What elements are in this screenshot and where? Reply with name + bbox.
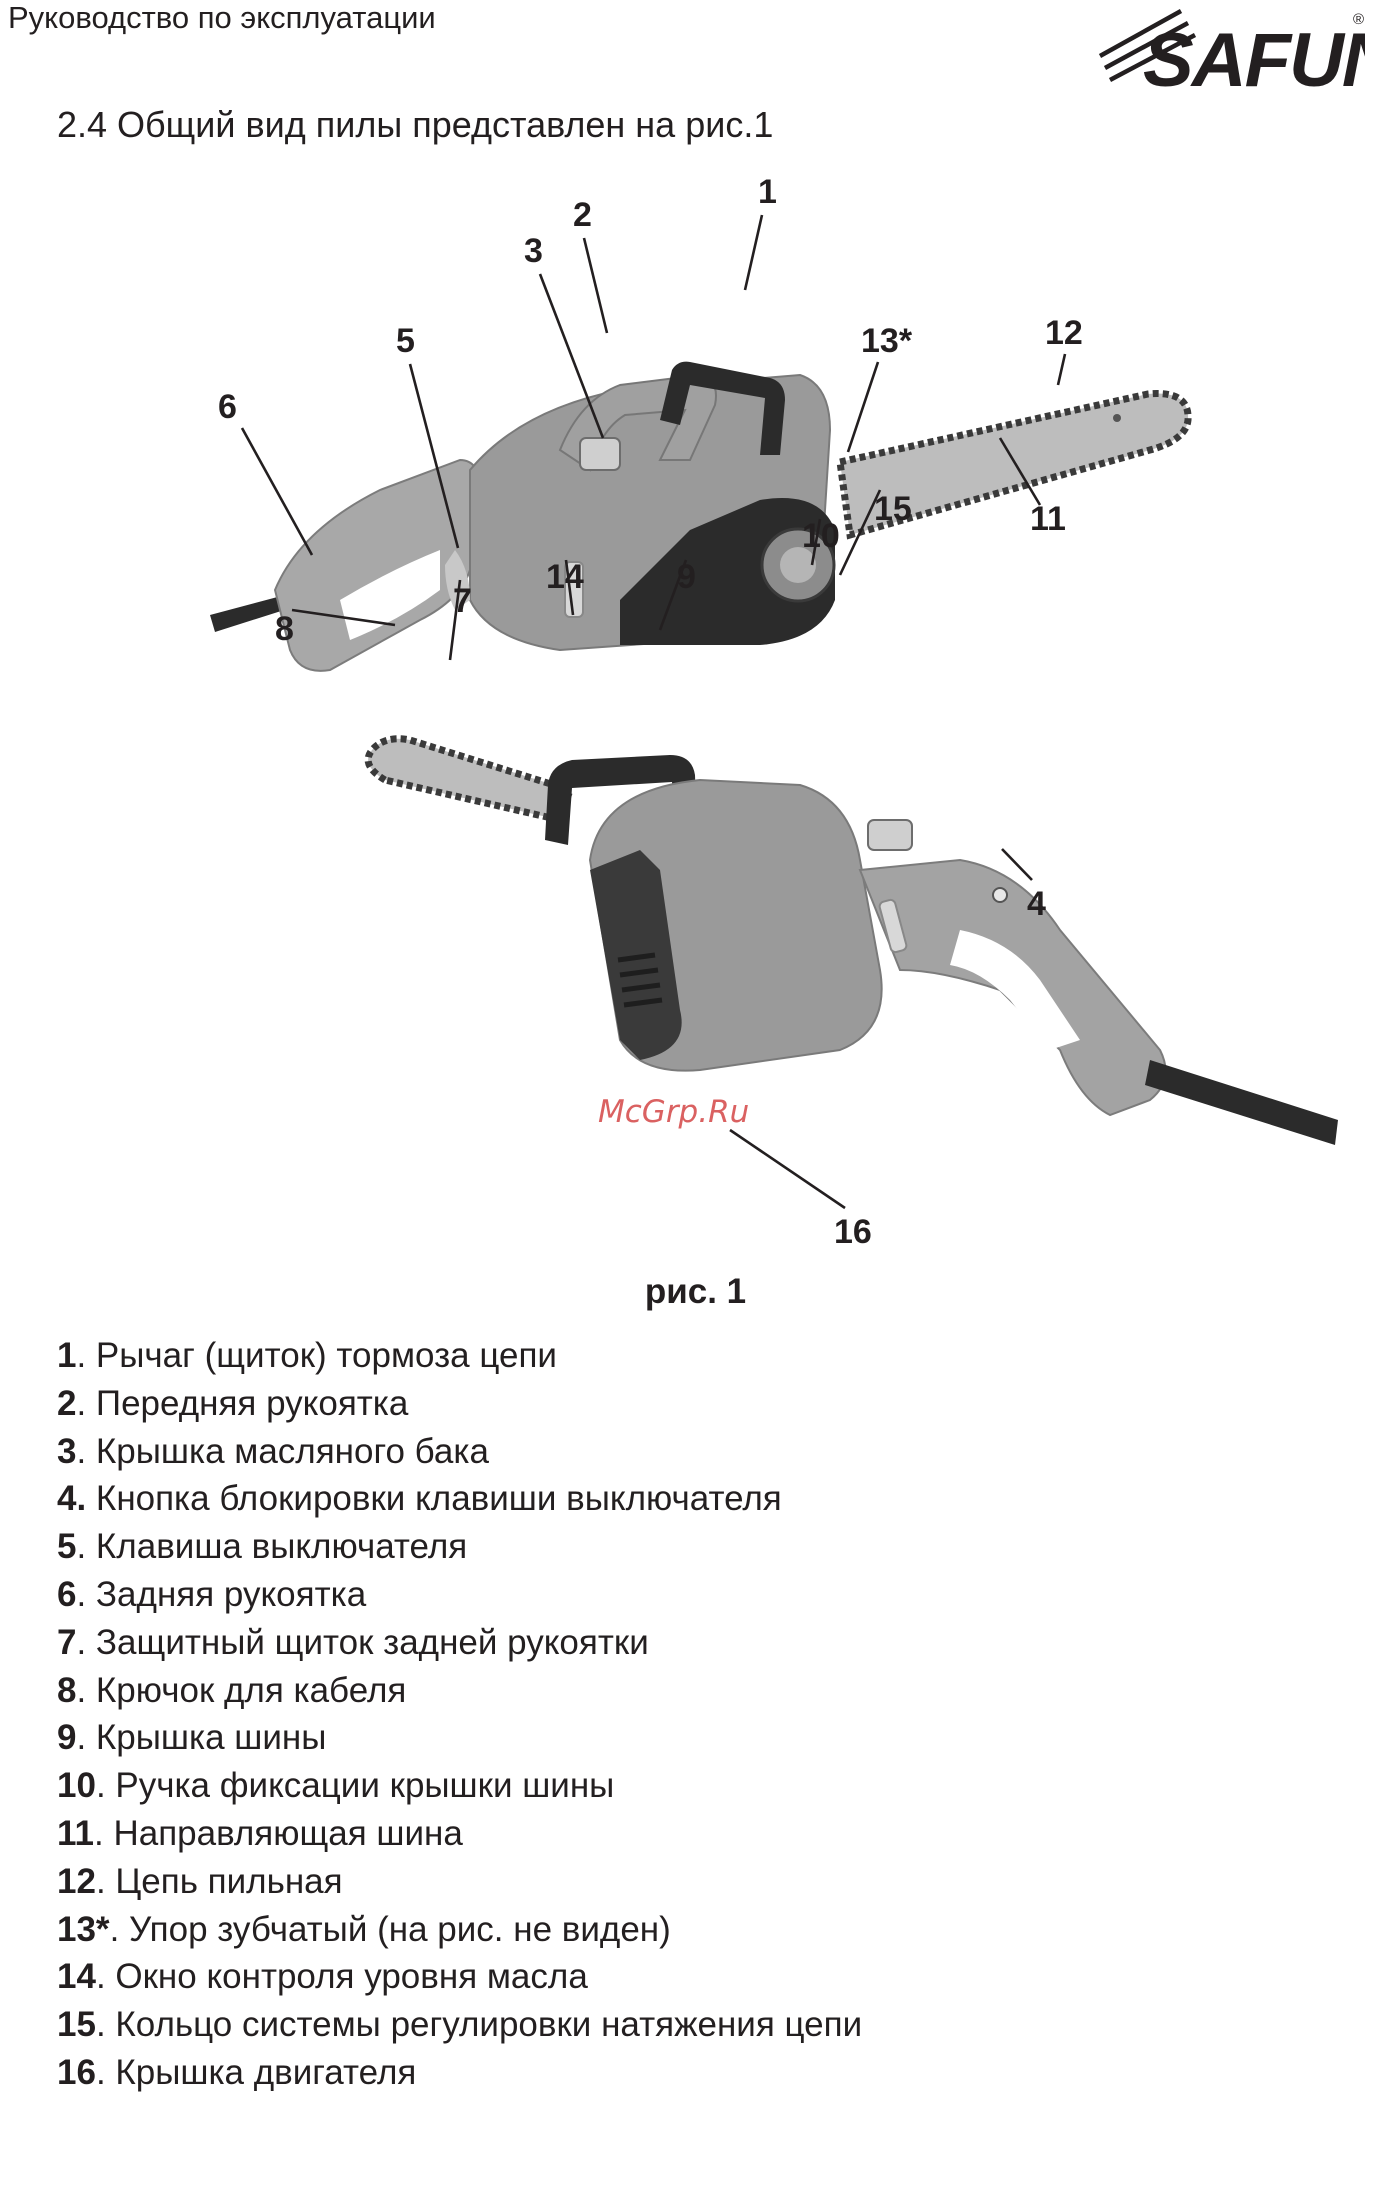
legend-number: 7 [57, 1622, 77, 1662]
legend-item: 3. Крышка масляного бака [57, 1428, 862, 1476]
brake-lever-top [660, 361, 785, 455]
legend-number: 16 [57, 2052, 96, 2092]
callout-6: 6 [218, 388, 237, 426]
legend-item: 6. Задняя рукоятка [57, 1571, 862, 1619]
legend-text: . Упор зубчатый (на рис. не виден) [109, 1909, 671, 1949]
callout-13: 13* [861, 322, 913, 360]
legend-text: . Задняя рукоятка [76, 1574, 367, 1614]
legend-text: . Кольцо системы регулировки натяжения ц… [95, 2005, 863, 2045]
trigger-top [445, 550, 470, 610]
figure-caption: рис. 1 [644, 1272, 747, 1311]
section-title: 2.4 Общий вид пилы представлен на рис.1 [57, 104, 774, 145]
callout-8: 8 [275, 610, 294, 648]
callout-9: 9 [677, 558, 696, 596]
legend-item: 4. Кнопка блокировки клавиши выключателя [57, 1475, 862, 1523]
chainsaw-bottom-illustration [364, 735, 1338, 1145]
motor-vents [617, 952, 663, 1008]
legend-text: . Защитный щиток задней рукоятки [76, 1622, 649, 1662]
document-header-title: Руководство по эксплуатации [8, 0, 436, 35]
callout-4: 4 [1027, 885, 1046, 923]
legend-number: 2 [57, 1383, 77, 1423]
legend-item: 11. Направляющая шина [57, 1810, 862, 1858]
legend-text: . Клавиша выключателя [76, 1527, 468, 1567]
watermark: McGrp.Ru [598, 1094, 749, 1130]
legend-number: 1 [57, 1336, 77, 1375]
legend-number: 12 [57, 1861, 96, 1901]
legend-text: . Рычаг (щиток) тормоза цепи [76, 1336, 557, 1375]
brake-lever-bottom [545, 755, 697, 845]
legend-item: 7. Защитный щиток задней рукоятки [57, 1619, 862, 1667]
legend-number: 11 [57, 1813, 94, 1853]
oil-cap-top [579, 437, 621, 471]
legend-text: . Крючок для кабеля [76, 1670, 407, 1710]
lock-button-bottom [992, 887, 1008, 903]
callout-15: 15 [874, 490, 912, 528]
legend-item: 5. Клавиша выключателя [57, 1523, 862, 1571]
logo-text: SAFUN [1143, 18, 1365, 90]
legend-number: 13* [57, 1909, 110, 1949]
oil-window-top [564, 561, 584, 618]
callout-11: 11 [1030, 500, 1066, 538]
legend-number: 6 [57, 1574, 77, 1614]
callout-2: 2 [573, 196, 592, 234]
legend-text: . Направляющая шина [94, 1813, 463, 1853]
callout-5: 5 [396, 322, 415, 360]
legend-number: 4. [57, 1479, 87, 1519]
callout-14: 14 [546, 558, 584, 596]
logo-speed-lines [1098, 9, 1197, 82]
chainsaw-figure: 1 2 3 5 6 13* 12 15 10 11 14 9 7 8 [210, 173, 1338, 1251]
oil-window-bottom [878, 898, 908, 954]
legend-item: 13*. Упор зубчатый (на рис. не виден) [57, 1906, 862, 1954]
top-callouts: 1 2 3 5 6 13* 12 15 10 11 14 9 7 8 [218, 173, 1083, 661]
oil-cap-bottom [867, 819, 913, 851]
legend-item: 1. Рычаг (щиток) тормоза цепи [57, 1332, 862, 1380]
legend-number: 14 [57, 1957, 96, 1997]
legend-item: 8. Крючок для кабеля [57, 1667, 862, 1715]
callout-16: 16 [834, 1213, 872, 1251]
safun-logo: SAFUN ® [1098, 9, 1365, 90]
callout-10: 10 [802, 517, 840, 555]
legend-number: 15 [57, 2005, 96, 2045]
callout-12: 12 [1045, 314, 1083, 352]
callout-1: 1 [758, 173, 777, 211]
parts-legend: 1. Рычаг (щиток) тормоза цепи 2. Передня… [57, 1332, 862, 2097]
legend-item: 12. Цепь пильная [57, 1858, 862, 1906]
legend-item: 10. Ручка фиксации крышки шины [57, 1762, 862, 1810]
legend-item: 14. Окно контроля уровня масла [57, 1953, 862, 2001]
front-plate-bottom [590, 850, 682, 1060]
registered-mark: ® [1353, 11, 1364, 28]
legend-text: . Ручка фиксации крышки шины [95, 1766, 615, 1806]
legend-item: 16. Крышка двигателя [57, 2049, 862, 2097]
legend-text: . Крышка двигателя [95, 2052, 417, 2092]
legend-number: 9 [57, 1718, 77, 1758]
legend-item: 9. Крышка шины [57, 1714, 862, 1762]
legend-text: Кнопка блокировки клавиши выключателя [86, 1479, 782, 1519]
legend-number: 5 [57, 1527, 77, 1567]
guide-bar-top [836, 390, 1192, 540]
callout-3: 3 [524, 232, 543, 270]
legend-number: 8 [57, 1670, 77, 1710]
legend-text: . Передняя рукоятка [76, 1383, 409, 1423]
legend-text: . Крышка шины [76, 1718, 327, 1758]
bottom-callouts: 4 16 [729, 848, 1046, 1251]
legend-item: 2. Передняя рукоятка [57, 1380, 862, 1428]
legend-item: 15. Кольцо системы регулировки натяжения… [57, 2001, 862, 2049]
power-cable-top [210, 595, 300, 632]
legend-number: 3 [57, 1431, 77, 1471]
power-cable-bottom [1145, 1060, 1338, 1145]
chainsaw-top-illustration [210, 361, 1192, 672]
legend-number: 10 [57, 1766, 96, 1806]
legend-text: . Цепь пильная [95, 1861, 343, 1901]
guide-bar-bottom [364, 735, 575, 825]
legend-text: . Крышка масляного бака [76, 1431, 489, 1471]
legend-text: . Окно контроля уровня масла [95, 1957, 588, 1997]
